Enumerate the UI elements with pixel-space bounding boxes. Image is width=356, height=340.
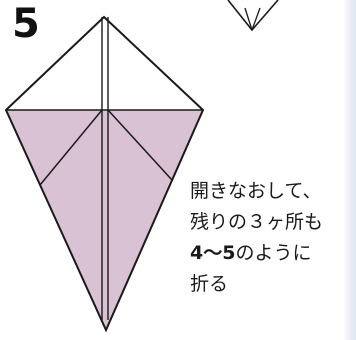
fragment-inner-line-right — [251, 7, 261, 31]
instruction-line-4: 折る — [190, 273, 229, 295]
kite-inner-fold-right — [107, 109, 173, 181]
fragment-inner-line-left — [244, 7, 253, 31]
previous-step-fragment — [227, 0, 279, 32]
page-edge-shadow — [342, 0, 356, 340]
kite-inner-fold-left — [39, 109, 103, 186]
instruction-line-3: 4〜5のように — [190, 238, 356, 269]
instruction-line-3-rest: のように — [235, 242, 312, 264]
step-number: 5 — [12, 1, 40, 47]
instruction-line-2: 残りの３ヶ所も — [190, 211, 324, 233]
kite-upper-flap — [6, 17, 203, 110]
step-reference: 4〜5 — [190, 242, 236, 264]
kite-lower-colored-area — [6, 110, 203, 330]
instruction-text: 開きなおして、 残りの３ヶ所も 4〜5のように 折る — [190, 176, 356, 300]
kite-outline — [4, 15, 205, 333]
kite-shape — [4, 15, 205, 333]
instruction-line-1: 開きなおして、 — [190, 180, 322, 202]
